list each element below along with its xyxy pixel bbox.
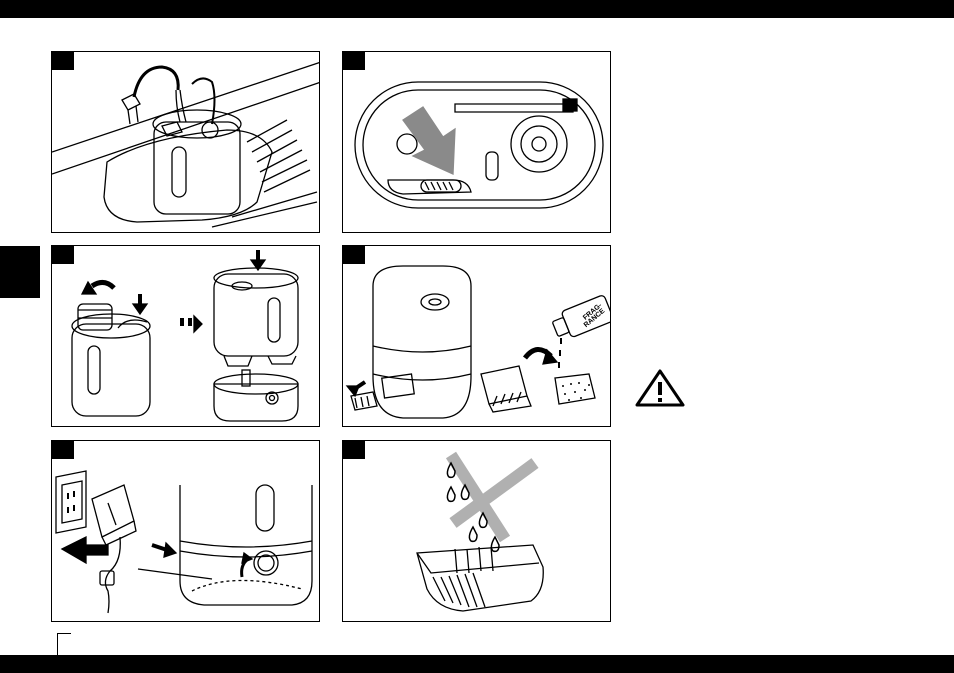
plug-adapter-illustration: [52, 441, 320, 622]
assemble-tank-illustration: [52, 246, 320, 427]
base-underside-illustration: [343, 52, 611, 233]
warning-triangle-icon: [634, 368, 686, 413]
figure-fragrance: FRAG- RANCE: [342, 245, 611, 427]
section-tab: [0, 246, 40, 298]
bottom-bar: [0, 655, 954, 673]
no-water-illustration: [343, 441, 611, 622]
figure-fill-tank: [51, 51, 320, 233]
figure-base-underside: [342, 51, 611, 233]
top-bar: [0, 0, 954, 18]
fill-tank-illustration: [52, 52, 320, 233]
fragrance-illustration: FRAG- RANCE: [343, 246, 611, 427]
figure-no-water: [342, 440, 611, 622]
figure-assemble-tank: [51, 245, 320, 427]
page-number-marker: [57, 633, 71, 655]
figure-plug-adapter: [51, 440, 320, 622]
